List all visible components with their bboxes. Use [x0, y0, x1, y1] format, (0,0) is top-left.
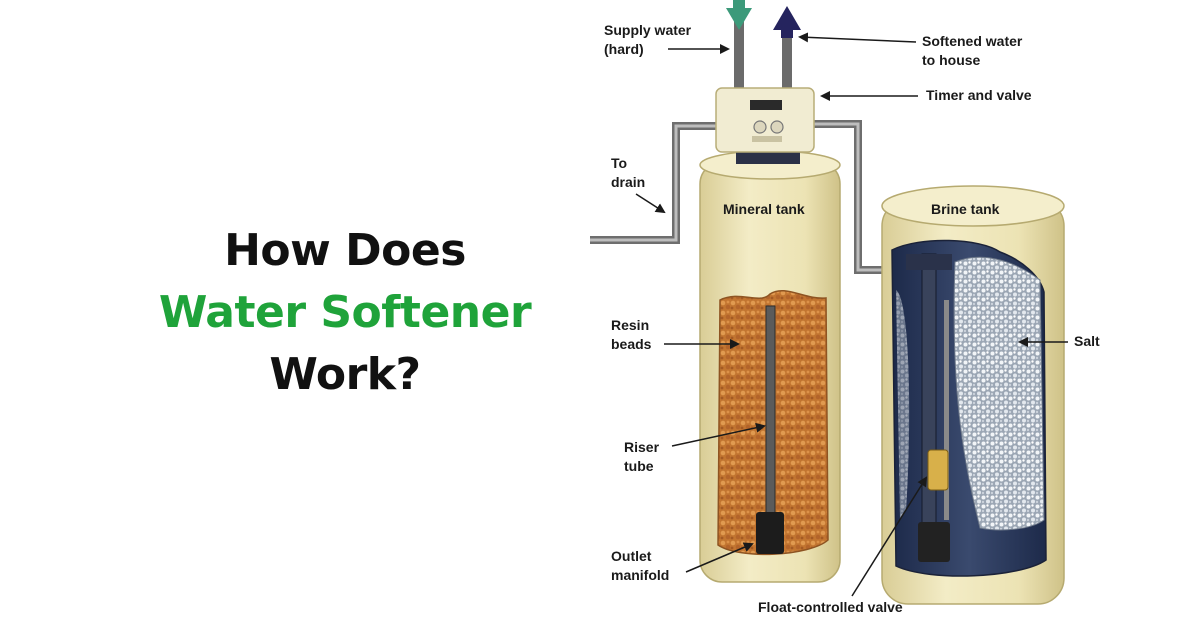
supply-arrow-icon — [726, 8, 752, 30]
brine-tank-label: Brine tank — [931, 201, 1000, 217]
timer-valve-label: Timer and valve — [926, 87, 1032, 103]
timer-valve-head — [715, 87, 815, 164]
to-drain-label-line-2: drain — [611, 174, 645, 190]
supply-water-label-line-2: (hard) — [604, 41, 644, 57]
riser-tube-pointer — [671, 422, 766, 447]
salt-area — [953, 256, 1045, 531]
timer-display — [750, 100, 782, 110]
timer-dial-icon — [753, 120, 767, 134]
supply-water-label: Supply water — [604, 22, 692, 38]
mineral-tank-label: Mineral tank — [723, 201, 805, 217]
house-arrow-icon — [773, 6, 801, 30]
headline-line-1: How Does — [224, 225, 466, 276]
outlet-manifold-label-line-2: manifold — [611, 567, 669, 583]
headline-line-3: Work? — [269, 349, 421, 400]
softened-water-pointer — [798, 32, 917, 43]
brine-line-pipe — [812, 120, 890, 274]
outlet-manifold — [756, 512, 784, 554]
to-drain-pointer — [635, 193, 666, 214]
headline-line-2: Water Softener — [158, 287, 532, 338]
float-controlled-valve — [927, 449, 949, 491]
house-pipe — [773, 6, 801, 92]
outlet-manifold-label: Outlet — [611, 548, 652, 564]
resin-beads-label: Resin — [611, 317, 649, 333]
timer-dial-icon — [770, 120, 784, 134]
brine-tank — [881, 185, 1065, 605]
resin-beads-label-line-2: beads — [611, 336, 652, 352]
supply-pipe — [726, 0, 752, 92]
riser-tube-label-line-2: tube — [624, 458, 654, 474]
mineral-tank — [699, 150, 841, 583]
outlet-manifold-pointer — [685, 542, 754, 573]
float-valve-label: Float-controlled valve — [758, 599, 903, 615]
labels: Supply water (hard) Softened water to ho… — [604, 22, 1100, 615]
drain-pipe — [590, 122, 724, 244]
headline: How Does Water Softener Work? — [95, 220, 595, 406]
to-drain-label: To — [611, 155, 627, 171]
riser-tube — [765, 305, 776, 523]
salt-label: Salt — [1074, 333, 1100, 349]
softened-water-label: Softened water — [922, 33, 1023, 49]
softened-water-label-line-2: to house — [922, 52, 981, 68]
riser-tube-label: Riser — [624, 439, 660, 455]
float-valve-pointer — [851, 476, 928, 597]
